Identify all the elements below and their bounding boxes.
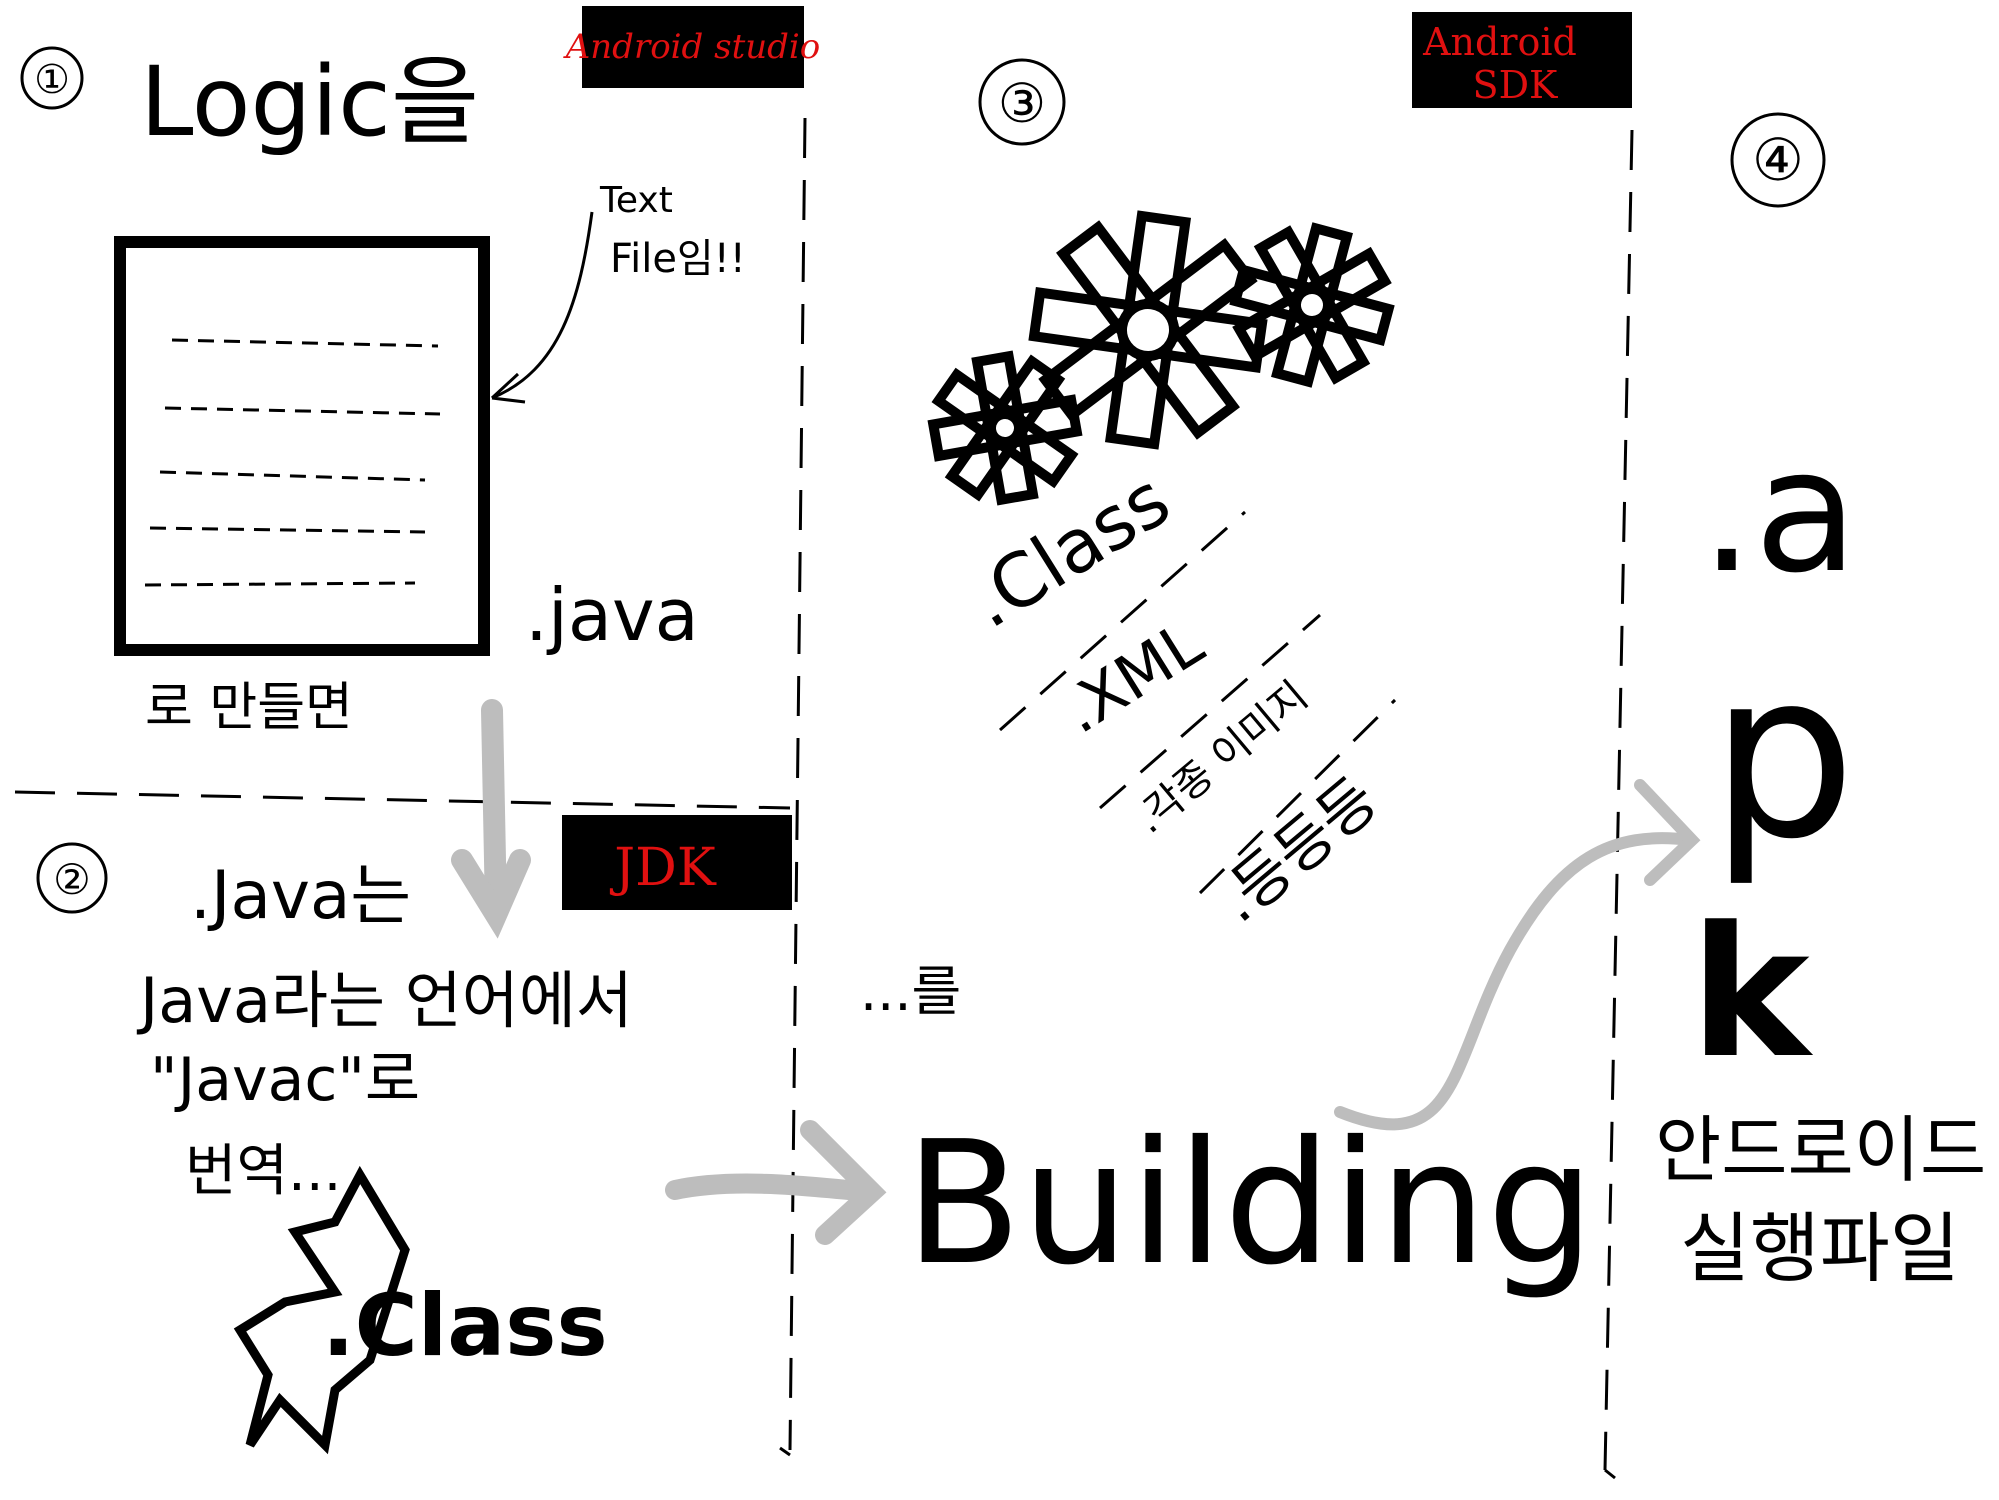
step2-line4: 번역...	[185, 1139, 341, 1204]
step4-number: ④	[1752, 126, 1804, 194]
android-studio-label-bg	[582, 6, 804, 88]
step2-number-circle	[36, 842, 108, 914]
building-action: Building	[905, 1105, 1595, 1303]
android-sdk-label-line1: Android	[1422, 20, 1577, 64]
step1-caption: 로 만들면	[145, 678, 353, 738]
apk-letter-p: p	[1710, 623, 1856, 890]
arrow-down	[451, 699, 531, 939]
step1-number-circle	[20, 46, 84, 110]
step3-number: ③	[998, 72, 1046, 135]
step2-line2: Java라는 언어에서	[136, 964, 633, 1037]
step2-line1: .Java는	[190, 857, 411, 934]
apk-letter-a: .a	[1700, 413, 1858, 611]
step4-number-circle	[1730, 112, 1826, 208]
document-lines	[144, 338, 441, 587]
build-input-list: .Class .XML .각종 이미지 .등등등	[954, 457, 1397, 936]
java-extension: .java	[525, 573, 699, 657]
gear-icon	[927, 210, 1395, 506]
android-sdk-label-line2: SDK	[1473, 63, 1558, 107]
step1-number: ①	[34, 57, 70, 103]
jdk-label-bg	[562, 815, 792, 910]
text-file-document	[114, 236, 490, 656]
step1-title: Logic을	[140, 46, 479, 158]
apk-caption-line1: 안드로이드	[1655, 1108, 1986, 1192]
callout-arrow	[490, 211, 594, 404]
step2-line3: "Javac"로	[150, 1045, 420, 1115]
arrow-right	[665, 1120, 887, 1245]
android-sdk-label-bg	[1412, 12, 1632, 108]
jdk-label: JDK	[609, 838, 717, 898]
callout-text-line1: Text	[599, 180, 673, 221]
class-result: .Class	[322, 1276, 608, 1376]
horizontal-divider	[14, 790, 791, 810]
step2: ② .Java는 JDK Java라는 언어에서 "Javac"로 번역... …	[36, 815, 887, 1455]
callout-text-line2: File임!!	[610, 236, 746, 282]
burst-icon	[233, 1165, 410, 1455]
column-divider-1	[788, 117, 807, 1451]
arrow-to-apk	[1334, 779, 1701, 1131]
step3: ③ Android SDK	[860, 12, 1701, 1303]
step2-number: ②	[53, 855, 91, 904]
apk-letter-k: k	[1690, 889, 1814, 1098]
divider-lines	[14, 117, 1634, 1480]
step4: ④ .a p k 안드로이드 실행파일	[1655, 112, 1986, 1293]
build-input-item: .등등등	[1205, 764, 1391, 936]
step3-lead: ...를	[860, 960, 961, 1023]
step3-number-circle	[978, 58, 1066, 146]
column-divider-2	[1603, 129, 1634, 1471]
apk-caption-line2: 실행파일	[1680, 1204, 1960, 1293]
step1: ① Logic을 Android studio Text File임!! .ja…	[20, 6, 821, 939]
android-studio-label: Android studio	[563, 27, 821, 67]
